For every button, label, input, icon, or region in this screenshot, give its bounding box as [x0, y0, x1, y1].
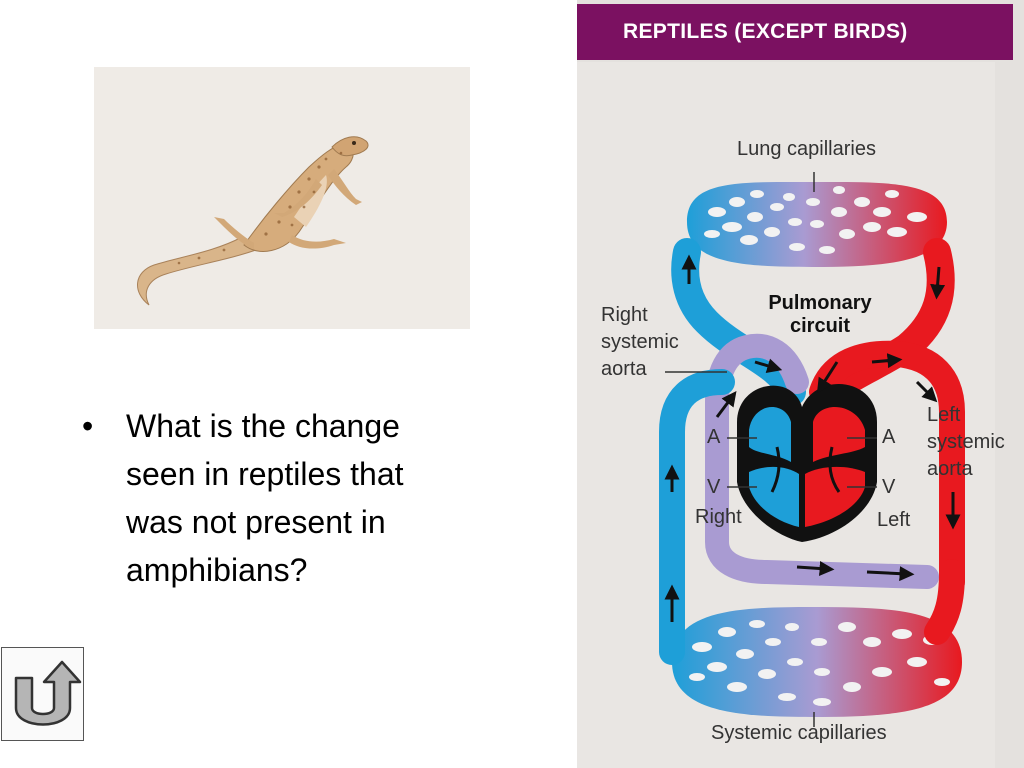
- lizard-image: [94, 67, 470, 329]
- right-systemic-aorta-label-1: Right: [601, 304, 648, 326]
- right-ventricle-label: V: [707, 476, 721, 498]
- lizard-illustration: [137, 136, 369, 306]
- left-ventricle-label: V: [882, 476, 896, 498]
- lung-capillary-pores: [704, 186, 927, 254]
- right-side-label: Right: [695, 506, 742, 528]
- question-text: What is the change seen in reptiles that…: [126, 408, 404, 588]
- pulmonary-circuit-label-1: Pulmonary: [768, 292, 872, 314]
- right-systemic-aorta-label-2: systemic: [601, 331, 679, 353]
- pulmonary-circuit-label-2: circuit: [789, 315, 851, 337]
- vena-cava: [659, 369, 735, 665]
- figure-title: REPTILES (EXCEPT BIRDS): [623, 20, 908, 43]
- bullet-marker: •: [82, 408, 94, 444]
- descending-aorta: [924, 559, 965, 645]
- back-button[interactable]: [1, 647, 84, 741]
- left-systemic-aorta-label-1: Left: [927, 404, 961, 426]
- figure-panel: Lung capillaries Pulmonary circuit Right…: [577, 62, 1005, 768]
- left-systemic-aorta-label-2: systemic: [927, 431, 1005, 453]
- right-systemic-aorta-label-3: aorta: [601, 358, 647, 380]
- label-leaders: [665, 172, 877, 727]
- systemic-capillaries-label: Systemic capillaries: [711, 722, 887, 744]
- circulation-figure: REPTILES (EXCEPT BIRDS): [577, 0, 1024, 768]
- flow-arrows: [664, 254, 961, 622]
- left-side-label: Left: [877, 509, 911, 531]
- lung-capillaries-label: Lung capillaries: [737, 138, 876, 160]
- systemic-capillary-pores: [689, 620, 950, 706]
- right-atrium-label: A: [707, 426, 721, 448]
- circulation-diagram: [659, 172, 965, 727]
- left-atrium-label: A: [882, 426, 896, 448]
- left-systemic-aorta-label-3: aorta: [927, 458, 973, 480]
- u-turn-arrow-icon: [14, 660, 82, 726]
- figure-header: REPTILES (EXCEPT BIRDS): [577, 4, 1013, 60]
- heart: [737, 384, 877, 542]
